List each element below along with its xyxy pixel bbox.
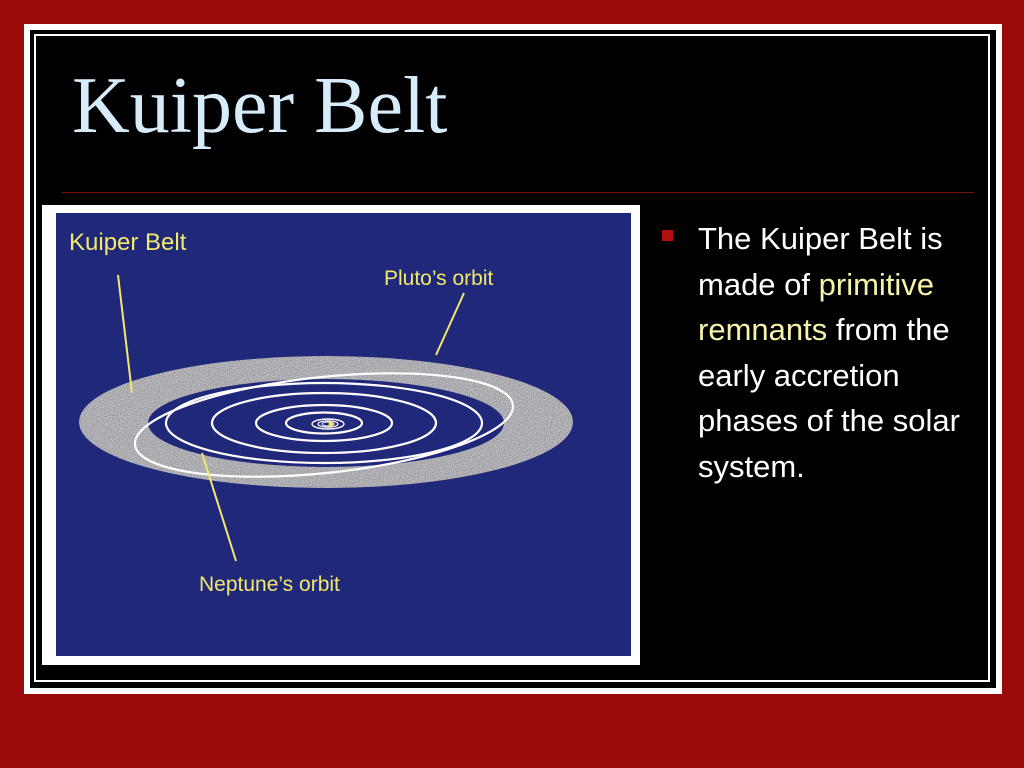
planet-orbits: [164, 381, 484, 465]
square-bullet-icon: [662, 230, 673, 241]
pluto-leader-line: [435, 292, 465, 356]
bullet-text-highlight: primitive remnants: [698, 266, 935, 348]
slide-frame-line: [34, 34, 990, 682]
bullet-text-part-1: The Kuiper Belt is made of: [698, 221, 943, 302]
pluto-orbit: [133, 372, 515, 478]
kuiper-leader-line: [117, 274, 133, 394]
kuiper-belt-label: Kuiper Belt: [69, 229, 187, 256]
neptune-orbit-label: Neptune’s orbit: [199, 573, 340, 596]
diagram-svg: Kuiper Belt Pluto’s orbit Neptune’s orbi…: [56, 213, 631, 656]
title-divider: [62, 192, 974, 193]
neptune-leader-line: [201, 452, 237, 562]
leader-lines: [117, 274, 465, 562]
jupiter-orbit: [284, 411, 364, 435]
uranus-orbit: [210, 391, 438, 455]
bullet-text-part-3: from the early accretion phases of the s…: [698, 312, 960, 484]
slide-title: Kuiper Belt: [72, 62, 448, 150]
sun-icon: [328, 421, 334, 427]
saturn-orbit: [254, 403, 394, 443]
bullet-item: The Kuiper Belt is made of primitive rem…: [698, 216, 980, 489]
pluto-orbit-label: Pluto’s orbit: [384, 267, 494, 290]
inner-orbit-1: [311, 418, 345, 430]
kuiper-belt-ring: [56, 213, 631, 656]
neptune-orbit: [164, 381, 484, 465]
inner-orbit-2: [317, 420, 339, 428]
inner-orbit-3: [321, 421, 335, 427]
kuiper-belt-diagram: Kuiper Belt Pluto’s orbit Neptune’s orbi…: [56, 213, 631, 656]
